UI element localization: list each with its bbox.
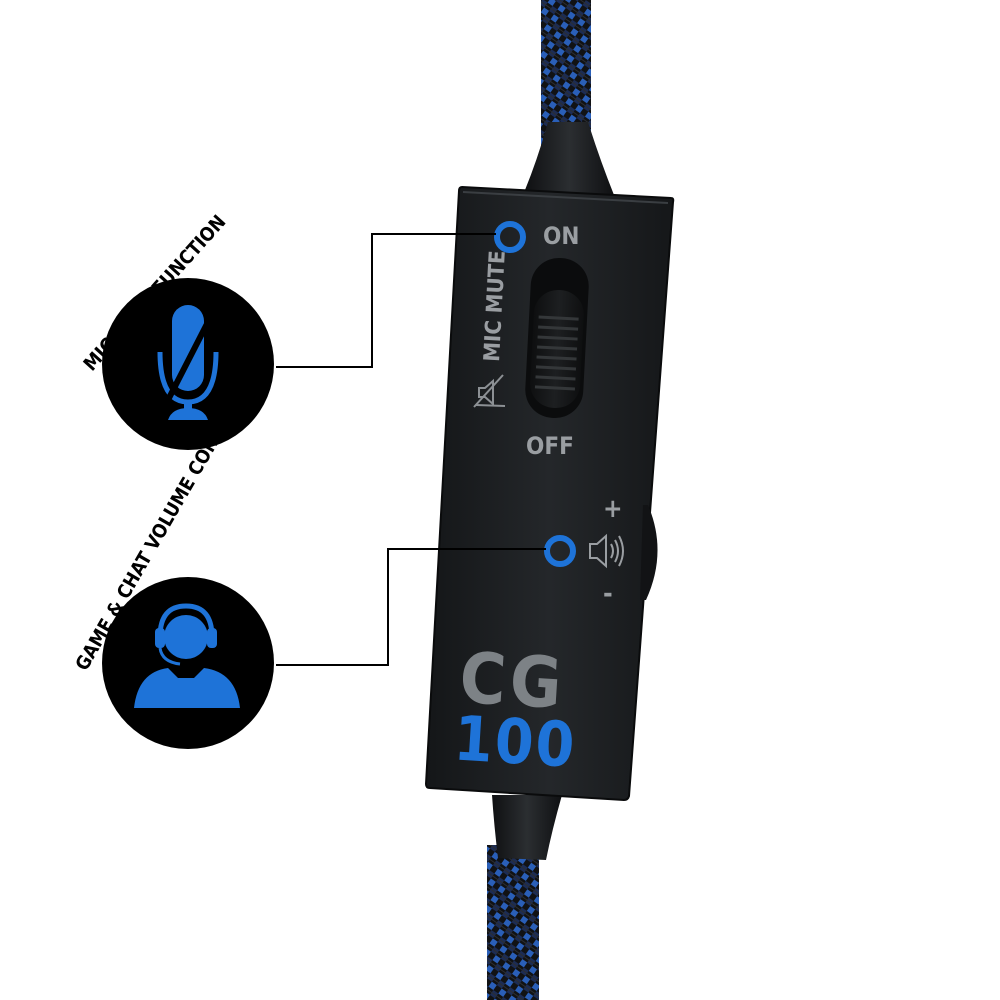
mic-mute-switch[interactable]	[524, 257, 590, 420]
callout-line-mute	[276, 233, 496, 368]
feature-mic-mute: MIC MUTE FUNCTION	[79, 211, 274, 450]
switch-off-label: OFF	[526, 432, 574, 460]
microphone-muted-icon	[157, 305, 219, 420]
strain-relief-top	[525, 122, 614, 195]
logo-bottom: 100	[452, 701, 579, 781]
mic-mute-label: MIC MUTE	[480, 250, 511, 362]
volume-indicator-ring	[544, 535, 576, 567]
switch-grip-lines	[534, 315, 579, 391]
switch-on-label: ON	[543, 222, 579, 250]
inline-controller: ON OFF MIC MUTE + - CG 100	[424, 185, 675, 802]
mic-muted-small-icon	[473, 374, 506, 408]
callout-line-volume	[276, 548, 546, 666]
mute-indicator-ring	[494, 221, 526, 253]
volume-plus-label: +	[603, 494, 623, 524]
controller-body	[424, 185, 675, 802]
cg100-logo: CG 100	[452, 637, 579, 782]
volume-minus-label: -	[603, 579, 613, 609]
strain-relief-bottom	[492, 795, 562, 860]
cable-bottom	[487, 845, 539, 1000]
logo-top: CG	[457, 637, 568, 725]
controller-edge-highlight	[462, 191, 669, 204]
volume-wheel[interactable]	[640, 505, 658, 600]
headset-user-icon	[134, 603, 240, 708]
speaker-icon	[589, 533, 624, 569]
